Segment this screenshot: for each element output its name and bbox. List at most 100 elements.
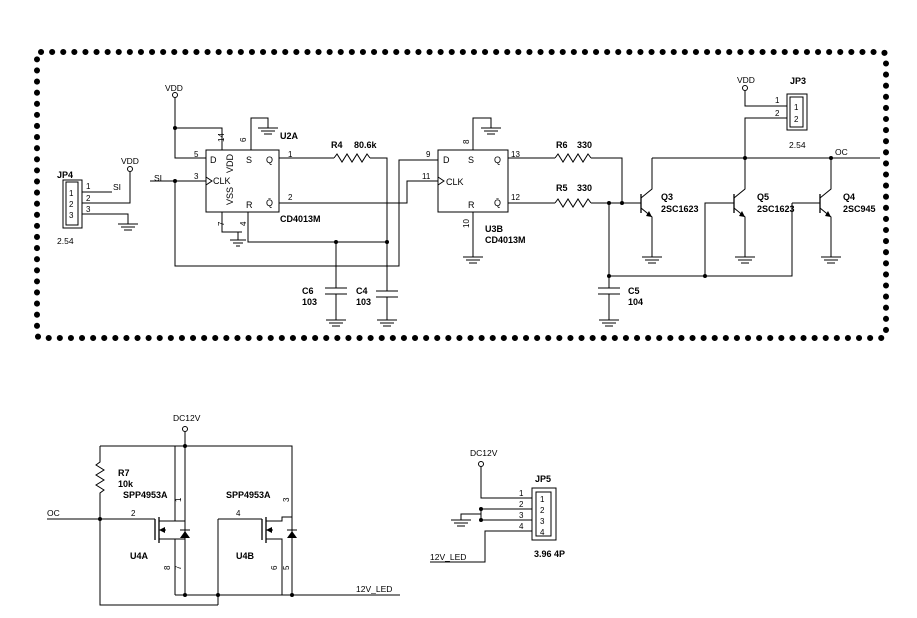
u3b-part: CD4013M bbox=[485, 235, 526, 245]
c5-ref: C5 bbox=[628, 286, 640, 296]
u2a-d-label: D bbox=[210, 155, 217, 165]
mosfet-u4a[interactable]: SPP4953A U4A 2 1 8 7 bbox=[123, 446, 190, 595]
connector-jp3[interactable]: JP3 1 2 2.54 1 2 bbox=[775, 76, 808, 150]
u2a-pin-s: 6 bbox=[239, 137, 248, 142]
capacitor-c5[interactable]: C5 104 bbox=[598, 286, 643, 320]
jp5-pin2-wire bbox=[480, 508, 532, 521]
resistor-r6[interactable]: R6 330 bbox=[554, 140, 592, 163]
u3b-pin-s: 8 bbox=[462, 139, 471, 144]
resistor-r4[interactable]: R4 80.6k bbox=[331, 140, 378, 163]
q5-part: 2SC1623 bbox=[757, 204, 795, 214]
u2a-part: CD4013M bbox=[280, 214, 321, 224]
u4a-ref: U4A bbox=[130, 551, 149, 561]
r6-ref: R6 bbox=[556, 140, 568, 150]
r6-value: 330 bbox=[577, 140, 592, 150]
u2a-r-label: R bbox=[246, 200, 253, 210]
ground-icon bbox=[451, 519, 471, 527]
jp4-pin1-num: 1 bbox=[69, 189, 74, 198]
jp5-pin3-num: 3 bbox=[540, 517, 545, 526]
dc12v-terminal-right bbox=[478, 461, 484, 467]
u2a-s-label: S bbox=[246, 155, 252, 165]
c5-value: 104 bbox=[628, 297, 643, 307]
u4b-ref: U4B bbox=[236, 551, 255, 561]
c6-value: 103 bbox=[302, 297, 317, 307]
r6-out-wire bbox=[591, 157, 632, 204]
ground-icon bbox=[642, 256, 662, 264]
u2a-qbar-label: Q̄ bbox=[266, 198, 273, 208]
resistor-r7[interactable]: R7 10k bbox=[95, 446, 134, 519]
jp5-gnd-wire bbox=[460, 513, 481, 520]
jp3-pin2-wire bbox=[744, 117, 787, 158]
svg-text:3: 3 bbox=[519, 511, 524, 520]
u3b-pin-q: 13 bbox=[511, 150, 520, 159]
jp4-pin3-label: 3 bbox=[86, 205, 91, 214]
u2a-q-label: Q bbox=[266, 155, 273, 165]
transistor-q4[interactable]: Q4 2SC945 bbox=[792, 158, 876, 257]
u4b-part: SPP4953A bbox=[226, 490, 271, 500]
jp4-vdd-terminal bbox=[127, 166, 133, 172]
svg-text:4: 4 bbox=[519, 522, 524, 531]
dotted-frame bbox=[34, 49, 889, 341]
u4b-pin-source: 3 bbox=[282, 497, 291, 502]
u4a-pin-gate: 2 bbox=[131, 509, 136, 518]
u3b-s-label: S bbox=[468, 155, 474, 165]
ground-icon bbox=[463, 256, 483, 264]
transistor-q3[interactable]: Q3 2SC1623 bbox=[632, 158, 699, 257]
connector-jp4[interactable]: JP4 1 2 3 2.54 1 2 3 bbox=[57, 170, 91, 246]
u2a-r-wire bbox=[247, 212, 387, 243]
ic-u3b[interactable]: D S Q CLK R Q̄ U3B CD4013M 8 9 11 13 12 … bbox=[422, 139, 526, 245]
jp3-ref: JP3 bbox=[790, 76, 806, 86]
u2a-vss-wire bbox=[221, 212, 242, 233]
u3b-clk-label: CLK bbox=[446, 177, 464, 187]
u3b-d-label: D bbox=[443, 155, 450, 165]
u3b-pin-d: 9 bbox=[426, 150, 431, 159]
ic-u2a[interactable]: D S Q CLK Q̄ R VDD VSS U2A CD4013M 6 14 … bbox=[194, 131, 321, 226]
ground-icon bbox=[326, 319, 346, 327]
c4-ref: C4 bbox=[356, 286, 368, 296]
ground-icon bbox=[258, 127, 278, 135]
jp5-pin2-num: 2 bbox=[540, 506, 545, 515]
jp5-pin4-num: 4 bbox=[540, 528, 545, 537]
u2a-pin-qbar: 2 bbox=[288, 193, 293, 202]
jp4-pin2-num: 2 bbox=[69, 200, 74, 209]
jp4-si-label: SI bbox=[113, 182, 121, 192]
ground-icon bbox=[599, 319, 619, 327]
u4a-part: SPP4953A bbox=[123, 490, 168, 500]
jp3-vdd-label: VDD bbox=[737, 75, 755, 85]
resistor-r5[interactable]: R5 330 bbox=[554, 183, 592, 208]
capacitor-c6[interactable]: C6 103 bbox=[302, 242, 347, 320]
jp3-vdd-terminal bbox=[742, 85, 748, 91]
q3-part: 2SC1623 bbox=[661, 204, 699, 214]
u2a-clk-label: CLK bbox=[213, 176, 231, 186]
capacitor-c4[interactable]: C4 103 bbox=[356, 286, 398, 320]
jp4-pin2-wire bbox=[82, 172, 131, 204]
jp4-pin3-num: 3 bbox=[69, 211, 74, 220]
led12v-label-right: 12V_LED bbox=[430, 552, 466, 562]
u3b-pin-clk: 11 bbox=[422, 172, 431, 181]
jp5-pin4-wire bbox=[430, 530, 532, 563]
r7-value: 10k bbox=[118, 479, 134, 489]
jp5-pitch: 3.96 4P bbox=[534, 549, 565, 559]
jp5-pin1-wire bbox=[480, 467, 532, 499]
q4-part: 2SC945 bbox=[843, 204, 876, 214]
jp4-pin2-label: 2 bbox=[86, 194, 91, 203]
u2a-ref: U2A bbox=[280, 131, 299, 141]
oc-net-label: OC bbox=[835, 147, 848, 157]
u3b-qbar-label: Q̄ bbox=[494, 198, 501, 208]
led12v-label-left: 12V_LED bbox=[356, 584, 392, 594]
transistor-q5[interactable]: Q5 2SC1623 bbox=[718, 158, 795, 257]
u4b-pin-gate: 4 bbox=[236, 509, 241, 518]
q3-ref: Q3 bbox=[661, 192, 673, 202]
u3b-pin-qbar: 12 bbox=[511, 193, 520, 202]
connector-jp5[interactable]: JP5 1 2 3 4 3.96 4P 1 2 3 4 bbox=[519, 474, 565, 559]
u3b-ref: U3B bbox=[485, 224, 504, 234]
u4b-pin-d6: 6 bbox=[270, 565, 279, 570]
ground-icon bbox=[230, 232, 246, 247]
u2a-pin-q: 1 bbox=[288, 150, 293, 159]
jp4-vdd-label: VDD bbox=[121, 156, 139, 166]
q-bias-wire bbox=[609, 202, 793, 277]
mosfet-u4b[interactable]: SPP4953A U4B 4 3 6 5 bbox=[217, 490, 297, 605]
u2a-vdd-net-label: VDD bbox=[165, 83, 183, 93]
u4b-pin-d5: 5 bbox=[282, 565, 291, 570]
